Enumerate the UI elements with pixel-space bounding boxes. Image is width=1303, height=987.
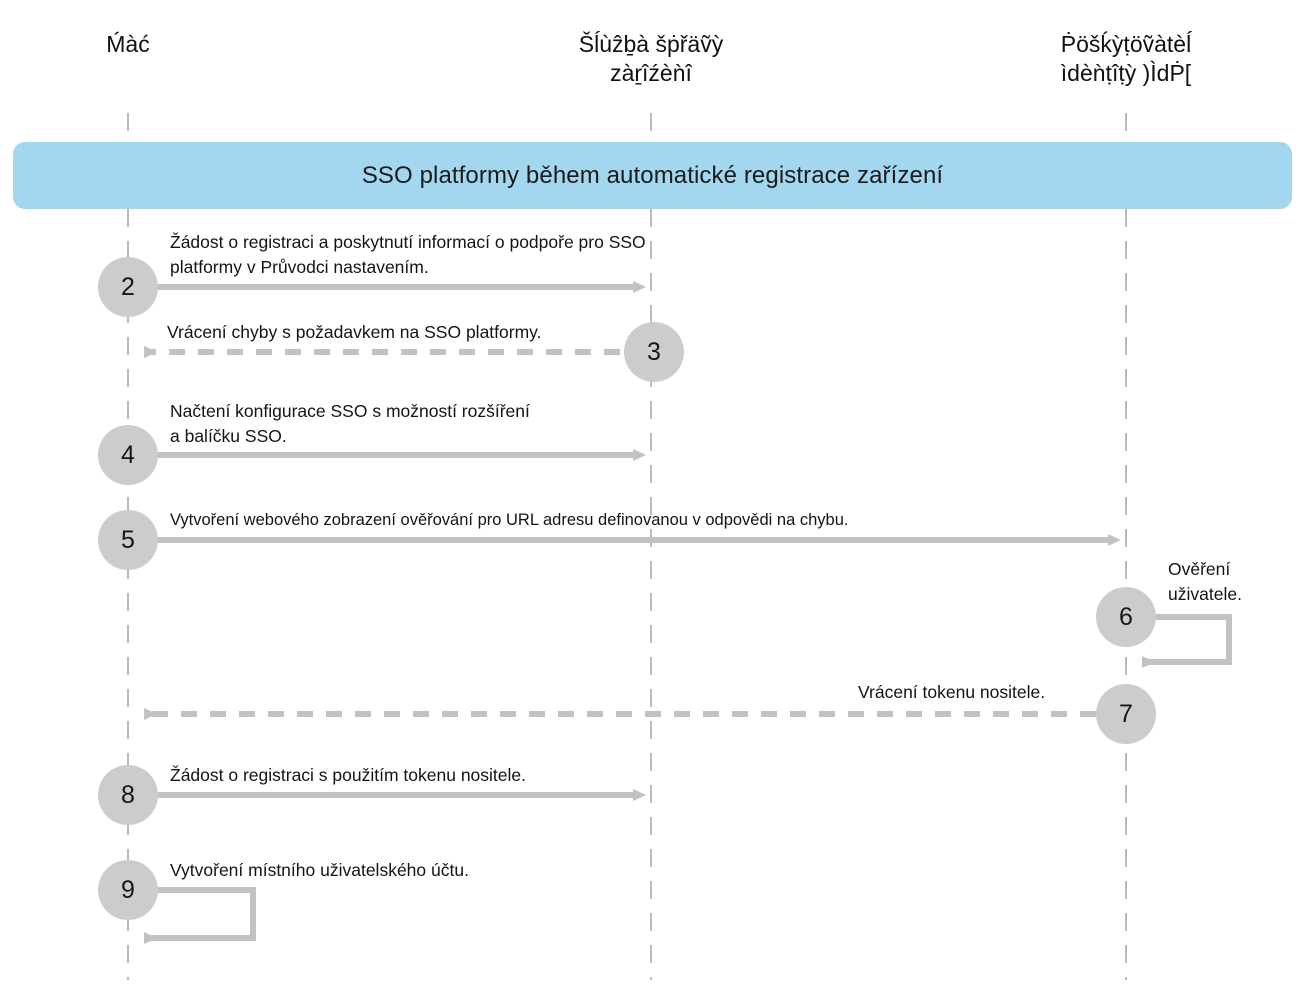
message-label-3: Vrácení chyby s požadavkem na SSO platfo…	[167, 322, 542, 342]
step-badge-9[interactable]: 9	[98, 860, 158, 920]
lane-title-idp: Ṗöšḱỳṭöṽàtèĺ ìdèǹṭîṭỳ )ÌdṖ[	[1060, 31, 1192, 86]
step-badge-7[interactable]: 7	[1096, 684, 1156, 744]
lane-title-mdm: Šĺùẑḇà šṗřäṽỳ zàṟîźèǹî	[578, 31, 724, 86]
step-badge-3[interactable]: 3	[624, 322, 684, 382]
phase-banner-label: SSO platformy během automatické registra…	[361, 161, 944, 189]
message-label-6: Ověření uživatele.	[1168, 559, 1242, 604]
message-selfloop-9	[144, 887, 256, 944]
message-label-2: Žádost o registraci a poskytnutí informa…	[170, 232, 646, 277]
message-label-7: Vrácení tokenu nositele.	[858, 682, 1046, 702]
step-badge-8[interactable]: 8	[98, 765, 158, 825]
message-label-5: Vytvoření webového zobrazení ověřování p…	[170, 511, 849, 529]
lane-title-mac: Ḿàć	[106, 31, 150, 57]
message-label-9: Vytvoření místního uživatelského účtu.	[170, 860, 469, 880]
message-label-4: Načtení konfigurace SSO s možností rozší…	[170, 401, 530, 446]
phase-banner: SSO platformy během automatické registra…	[13, 142, 1292, 209]
message-label-8: Žádost o registraci s použitím tokenu no…	[170, 765, 527, 785]
step-badge-2[interactable]: 2	[98, 257, 158, 317]
step-badge-5[interactable]: 5	[98, 510, 158, 570]
message-selfloop-6	[1142, 614, 1232, 668]
step-badge-6[interactable]: 6	[1096, 587, 1156, 647]
step-badge-4[interactable]: 4	[98, 425, 158, 485]
